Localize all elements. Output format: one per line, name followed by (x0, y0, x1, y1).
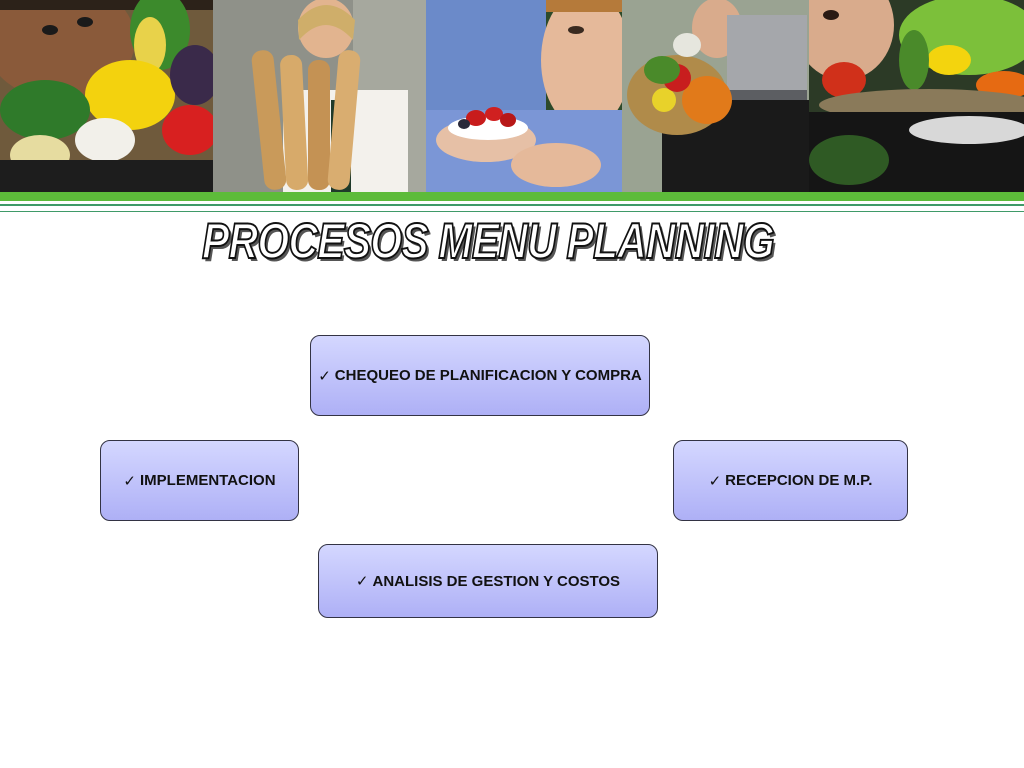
checkmark-icon: ✓ (318, 366, 331, 385)
checkmark-icon: ✓ (123, 471, 136, 490)
photo-banner (0, 0, 1024, 192)
process-label: IMPLEMENTACION (140, 472, 276, 489)
process-label: RECEPCION DE M.P. (725, 472, 873, 489)
vegetables-man-photo (0, 0, 213, 192)
process-box-planning: ✓ CHEQUEO DE PLANIFICACION Y COMPRA (310, 335, 650, 416)
page-title: PROCESOS MENU PLANNING (201, 212, 775, 270)
process-box-implementation: ✓ IMPLEMENTACION (100, 440, 299, 521)
checkmark-icon: ✓ (708, 471, 722, 490)
dessert-man-photo (426, 0, 622, 192)
chef-laptop-photo (622, 0, 809, 192)
checkmark-icon: ✓ (355, 572, 369, 590)
bread-woman-photo (213, 0, 426, 192)
divider-line-thin (0, 211, 1024, 212)
vegetable-platter-photo (809, 0, 1024, 192)
process-label: ANALISIS DE GESTION Y COSTOS (372, 572, 621, 590)
divider-line (0, 204, 1024, 206)
process-label: CHEQUEO DE PLANIFICACION Y COMPRA (334, 367, 642, 384)
accent-stripe (0, 192, 1024, 201)
process-box-analysis: ✓ ANALISIS DE GESTION Y COSTOS (318, 544, 658, 618)
process-box-reception: ✓ RECEPCION DE M.P. (673, 440, 908, 521)
